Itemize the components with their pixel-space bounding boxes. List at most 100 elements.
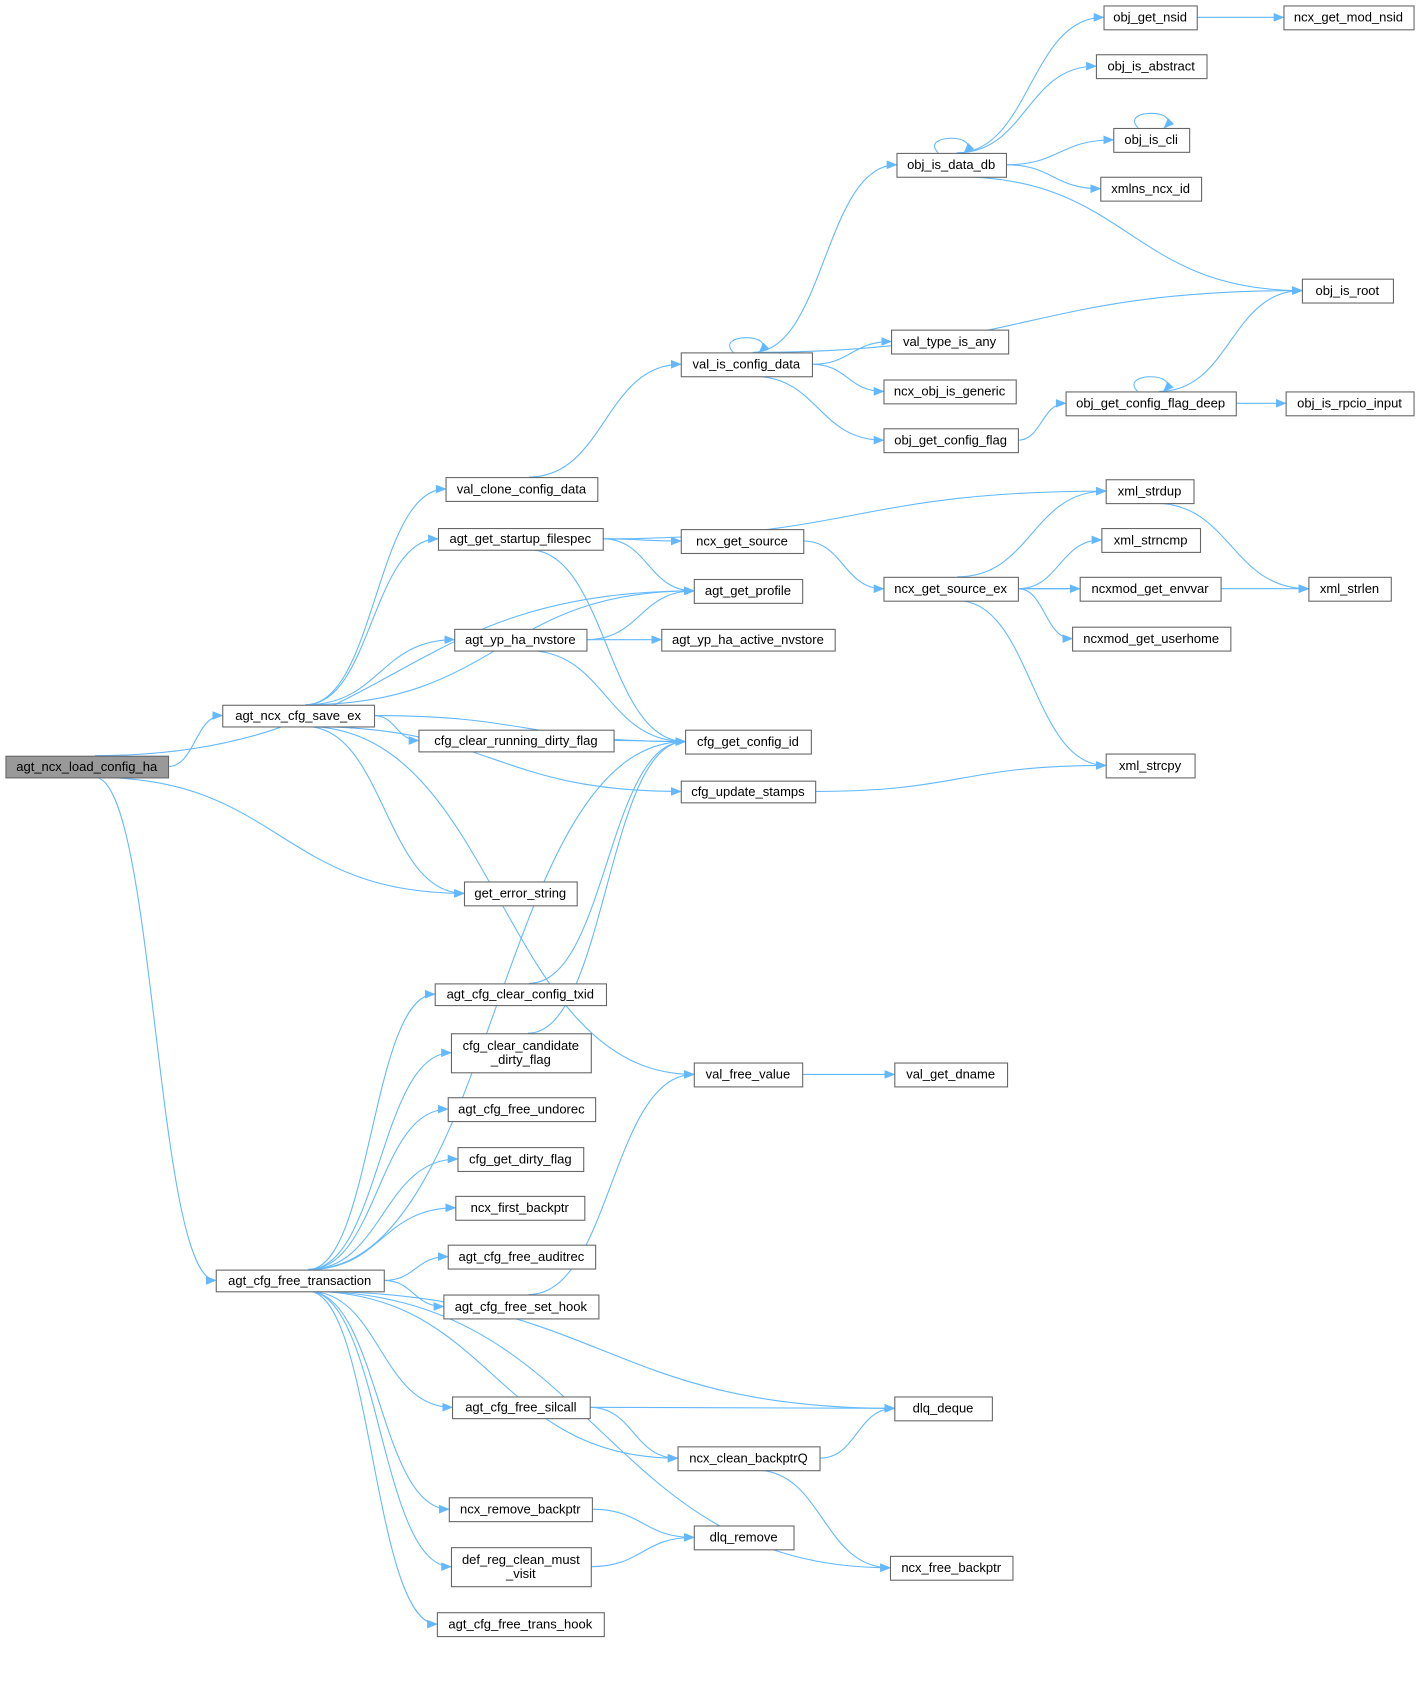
node-label: cfg_get_dirty_flag xyxy=(469,1151,572,1166)
node-ncx_clean_backptrQ[interactable]: ncx_clean_backptrQ xyxy=(677,1446,821,1472)
node-agt_get_profile[interactable]: agt_get_profile xyxy=(693,578,804,604)
node-box xyxy=(445,477,599,502)
node-label: cfg_clear_candidate xyxy=(463,1038,579,1053)
edge-obj_is_data_db-to-obj_is_cli xyxy=(1005,135,1115,166)
node-obj_is_data_db[interactable]: obj_is_data_db xyxy=(896,152,1008,178)
node-val_clone_config_data[interactable]: val_clone_config_data xyxy=(445,477,599,502)
node-label: agt_yp_ha_nvstore xyxy=(465,632,576,647)
node-box xyxy=(889,1555,1014,1581)
node-cfg_update_stamps[interactable]: cfg_update_stamps xyxy=(680,780,817,804)
node-val_is_config_data[interactable]: val_is_config_data xyxy=(680,352,813,378)
node-agt_cfg_free_undorec[interactable]: agt_cfg_free_undorec xyxy=(447,1097,597,1123)
edge-ncx_clean_backptrQ-to-ncx_free_backptr xyxy=(755,1469,892,1573)
node-agt_ncx_load_config_ha[interactable]: agt_ncx_load_config_ha xyxy=(5,755,170,779)
node-agt_get_startup_filespec[interactable]: agt_get_startup_filespec xyxy=(437,527,604,551)
node-xml_strlen[interactable]: xml_strlen xyxy=(1308,576,1392,602)
node-val_get_dname[interactable]: val_get_dname xyxy=(894,1062,1009,1088)
node-dlq_remove[interactable]: dlq_remove xyxy=(693,1525,795,1551)
edge-agt_yp_ha_nvstore-to-agt_get_profile xyxy=(586,586,695,641)
edge-agt_ncx_cfg_save_ex-to-cfg_update_stamps xyxy=(305,725,682,796)
edge-agt_cfg_free_transaction-to-agt_cfg_free_undorec xyxy=(308,1104,449,1271)
node-dlq_deque[interactable]: dlq_deque xyxy=(894,1396,993,1422)
node-cfg_clear_candidate_dirty_flag[interactable]: cfg_clear_candidate_dirty_flag xyxy=(450,1033,592,1074)
node-ncx_get_source[interactable]: ncx_get_source xyxy=(680,529,805,555)
node-agt_cfg_clear_config_txid[interactable]: agt_cfg_clear_config_txid xyxy=(434,983,608,1007)
node-label: ncx_free_backptr xyxy=(901,1560,1001,1575)
edge-agt_cfg_free_silcall-to-ncx_clean_backptrQ xyxy=(589,1406,679,1463)
node-box xyxy=(677,1446,821,1472)
node-agt_cfg_free_transaction[interactable]: agt_cfg_free_transaction xyxy=(215,1269,385,1293)
node-box xyxy=(215,1269,385,1293)
node-box xyxy=(436,1612,605,1638)
node-box xyxy=(1113,127,1191,153)
node-cfg_clear_running_dirty_flag[interactable]: cfg_clear_running_dirty_flag xyxy=(418,729,615,753)
node-agt_yp_ha_active_nvstore[interactable]: agt_yp_ha_active_nvstore xyxy=(661,628,836,652)
node-obj_is_cli[interactable]: obj_is_cli xyxy=(1113,127,1191,153)
edge-agt_cfg_free_transaction-to-dlq_deque xyxy=(308,1290,896,1413)
edge-agt_ncx_cfg_save_ex-to-cfg_clear_running_dirty_flag xyxy=(373,715,420,745)
node-box xyxy=(1105,479,1195,505)
node-agt_cfg_free_trans_hook[interactable]: agt_cfg_free_trans_hook xyxy=(436,1612,605,1638)
node-agt_ncx_cfg_save_ex[interactable]: agt_ncx_cfg_save_ex xyxy=(222,704,376,728)
node-box xyxy=(447,1244,597,1270)
edge-agt_get_startup_filespec-to-agt_get_profile xyxy=(602,538,695,596)
node-agt_cfg_free_set_hook[interactable]: agt_cfg_free_set_hook xyxy=(443,1294,600,1320)
node-ncx_obj_is_generic[interactable]: ncx_obj_is_generic xyxy=(883,379,1017,405)
node-box xyxy=(894,1396,993,1422)
node-agt_cfg_free_auditrec[interactable]: agt_cfg_free_auditrec xyxy=(447,1244,597,1270)
node-label: def_reg_clean_must xyxy=(462,1552,580,1567)
node-label: agt_cfg_free_trans_hook xyxy=(448,1616,592,1631)
node-ncx_remove_backptr[interactable]: ncx_remove_backptr xyxy=(448,1497,593,1523)
node-cfg_get_config_id[interactable]: cfg_get_config_id xyxy=(685,729,812,755)
node-label: obj_get_config_flag_deep xyxy=(1076,396,1225,411)
node-cfg_get_dirty_flag[interactable]: cfg_get_dirty_flag xyxy=(457,1147,585,1173)
edge-obj_get_config_flag-to-obj_get_config_flag_deep xyxy=(1017,398,1067,441)
node-box xyxy=(455,1195,586,1221)
node-ncx_first_backptr[interactable]: ncx_first_backptr xyxy=(455,1195,586,1221)
node-ncxmod_get_userhome[interactable]: ncxmod_get_userhome xyxy=(1072,626,1232,652)
node-label: agt_cfg_free_auditrec xyxy=(459,1249,585,1264)
node-box xyxy=(450,1547,592,1588)
node-box xyxy=(1079,576,1222,602)
node-def_reg_clean_must_visit[interactable]: def_reg_clean_must_visit xyxy=(450,1547,592,1588)
edge-agt_get_startup_filespec-to-ncx_get_source xyxy=(602,536,682,546)
node-label: agt_cfg_free_set_hook xyxy=(455,1299,588,1314)
node-box xyxy=(222,704,376,728)
node-xmlns_ncx_id[interactable]: xmlns_ncx_id xyxy=(1100,176,1203,202)
node-agt_yp_ha_nvstore[interactable]: agt_yp_ha_nvstore xyxy=(454,628,588,652)
edge-ncx_remove_backptr-to-dlq_remove xyxy=(591,1508,695,1542)
node-box xyxy=(1285,391,1415,417)
node-xml_strcpy[interactable]: xml_strcpy xyxy=(1105,753,1196,779)
node-val_free_value[interactable]: val_free_value xyxy=(693,1062,804,1088)
edge-val_is_config_data-to-obj_is_root xyxy=(752,286,1303,353)
node-obj_get_config_flag[interactable]: obj_get_config_flag xyxy=(883,428,1019,454)
node-obj_is_abstract[interactable]: obj_is_abstract xyxy=(1095,54,1208,80)
node-label: val_clone_config_data xyxy=(457,481,587,496)
edge-ncx_get_source_ex-to-ncxmod_get_userhome xyxy=(1017,588,1074,643)
node-label: obj_is_cli xyxy=(1124,132,1178,147)
node-box xyxy=(685,729,812,755)
node-ncx_get_source_ex[interactable]: ncx_get_source_ex xyxy=(883,576,1019,602)
node-agt_cfg_free_silcall[interactable]: agt_cfg_free_silcall xyxy=(452,1396,591,1420)
node-label: xml_strlen xyxy=(1320,581,1379,596)
node-box xyxy=(1308,576,1392,602)
node-get_error_string[interactable]: get_error_string xyxy=(463,881,578,907)
node-label: ncx_remove_backptr xyxy=(460,1502,581,1517)
edge-val_is_config_data-to-obj_is_data_db xyxy=(752,160,898,353)
node-box xyxy=(1301,278,1394,304)
node-xml_strdup[interactable]: xml_strdup xyxy=(1105,479,1195,505)
node-ncxmod_get_envvar[interactable]: ncxmod_get_envvar xyxy=(1079,576,1222,602)
node-ncx_free_backptr[interactable]: ncx_free_backptr xyxy=(889,1555,1014,1581)
edge-cfg_clear_candidate_dirty_flag-to-cfg_get_config_id xyxy=(527,737,687,1034)
node-obj_get_config_flag_deep[interactable]: obj_get_config_flag_deep xyxy=(1065,391,1237,417)
node-ncx_get_mod_nsid[interactable]: ncx_get_mod_nsid xyxy=(1283,5,1415,31)
node-obj_is_root[interactable]: obj_is_root xyxy=(1301,278,1394,304)
node-xml_strncmp[interactable]: xml_strncmp xyxy=(1101,527,1202,553)
node-obj_is_rpcio_input[interactable]: obj_is_rpcio_input xyxy=(1285,391,1415,417)
edge-cfg_update_stamps-to-xml_strcpy xyxy=(815,761,1107,792)
node-label: agt_ncx_cfg_save_ex xyxy=(235,708,361,723)
node-val_type_is_any[interactable]: val_type_is_any xyxy=(891,329,1010,355)
node-label: ncxmod_get_userhome xyxy=(1083,631,1219,646)
node-obj_get_nsid[interactable]: obj_get_nsid xyxy=(1103,5,1198,31)
